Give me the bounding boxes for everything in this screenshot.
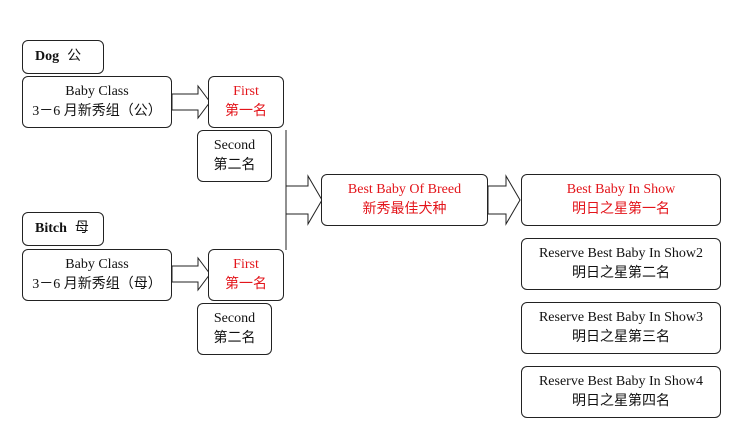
arrow-bitch-class-to-first [171,256,211,292]
dog-header: Dog 公 [22,40,104,74]
dog-class-line1: Baby Class [65,84,129,99]
best-baby-of-breed: Best Baby Of Breed 新秀最佳犬种 [321,174,488,226]
reserve4-line1: Reserve Best Baby In Show4 [538,374,704,389]
bitch-label: Bitch [35,221,67,236]
dog-second: Second 第二名 [197,130,272,182]
dog-first: First 第一名 [208,76,284,128]
dog-baby-class: Baby Class 3－6 月新秀组（公） [22,76,172,128]
bitch-class-line1: Baby Class [65,257,129,272]
bitch-second: Second 第二名 [197,303,272,355]
arrow-dog-class-to-first [171,84,211,120]
reserve4-line2: 明日之星第四名 [572,394,670,409]
bob-line2: 新秀最佳犬种 [362,202,447,217]
bitch-first-line2: 第一名 [225,277,267,292]
bitch-second-line2: 第二名 [213,331,256,346]
bob-line1: Best Baby Of Breed [347,182,462,197]
reserve-best-baby-in-show-2: Reserve Best Baby In Show2 明日之星第二名 [521,238,721,290]
bitch-gender: 母 [74,221,89,236]
bis-line2: 明日之星第一名 [572,202,670,217]
dog-first-line2: 第一名 [225,104,267,119]
bitch-header: Bitch 母 [22,212,104,246]
arrow-merge-to-bob [285,174,323,226]
reserve2-line1: Reserve Best Baby In Show2 [538,246,704,261]
dog-class-line2: 3－6 月新秀组（公） [32,104,162,119]
bitch-second-line1: Second [213,311,256,326]
bis-line1: Best Baby In Show [566,182,676,197]
best-baby-in-show: Best Baby In Show 明日之星第一名 [521,174,721,226]
reserve-best-baby-in-show-4: Reserve Best Baby In Show4 明日之星第四名 [521,366,721,418]
dog-first-line1: First [233,84,259,99]
reserve3-line2: 明日之星第三名 [572,330,670,345]
dog-gender: 公 [67,49,82,64]
reserve2-line2: 明日之星第二名 [572,266,670,281]
arrow-bob-to-bis [487,174,521,226]
reserve-best-baby-in-show-3: Reserve Best Baby In Show3 明日之星第三名 [521,302,721,354]
dog-label: Dog [35,49,60,64]
bitch-baby-class: Baby Class 3－6 月新秀组（母） [22,249,172,301]
bitch-first-line1: First [233,257,259,272]
reserve3-line1: Reserve Best Baby In Show3 [538,310,704,325]
bitch-class-line2: 3－6 月新秀组（母） [32,277,162,292]
dog-second-line2: 第二名 [213,158,256,173]
dog-second-line1: Second [213,138,256,153]
bitch-first: First 第一名 [208,249,284,301]
